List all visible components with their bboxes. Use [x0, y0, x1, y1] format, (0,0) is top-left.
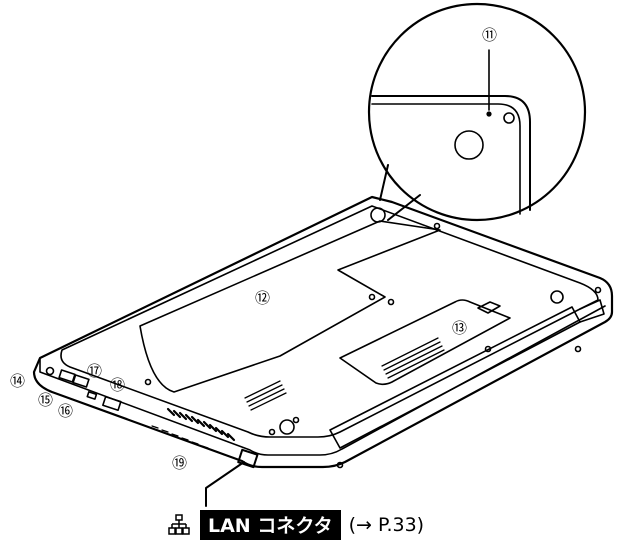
callout-16: ⑯ [58, 402, 73, 420]
usb-port-1 [58, 369, 76, 383]
callout-15: ⑮ [38, 391, 53, 409]
page-reference: (→ P.33) [348, 514, 425, 536]
zoomed-corner-edge [371, 95, 531, 211]
center-vent-grille [244, 380, 287, 411]
bottom-panel-outline [60, 205, 599, 438]
screw-5 [268, 428, 276, 436]
leader-lan [205, 461, 245, 507]
screw-8 [594, 286, 602, 294]
rubber-foot-rear-right [550, 290, 564, 304]
main-cover-panel [139, 220, 441, 393]
usb-port-3 [102, 395, 122, 412]
zoomed-screw-hole [454, 130, 484, 160]
screw-6 [292, 416, 300, 424]
callout-12: ⑫ [255, 289, 270, 307]
callout-18: ⑱ [110, 376, 125, 394]
laptop-side-edge [39, 305, 606, 456]
screw-2 [387, 298, 395, 306]
memory-vent-grille [381, 337, 445, 379]
screw-1 [433, 222, 441, 230]
zoomed-reset-hole [486, 111, 492, 117]
screw-10 [336, 461, 344, 469]
lan-port [237, 448, 259, 469]
lan-port-icon [168, 514, 190, 535]
callout-17: ⑰ [87, 362, 102, 380]
zoom-circle [367, 2, 587, 222]
screw-9 [574, 345, 582, 353]
usb-port-2 [72, 374, 90, 388]
lan-connector-label: LAN コネクタ [200, 510, 341, 540]
screw-4 [144, 378, 152, 386]
memory-cover-latch [477, 301, 501, 314]
lan-connector-caption: LAN コネクタ (→ P.33) [168, 510, 425, 540]
callout-11: ⑪ [482, 26, 497, 44]
callout-14: ⑭ [10, 372, 25, 390]
hinge-strip-lower [579, 299, 605, 323]
side-intake-vent [166, 407, 236, 442]
rubber-foot-front-right [279, 419, 295, 435]
hdmi-port [86, 391, 98, 400]
callout-19: ⑲ [172, 454, 187, 472]
zoomed-corner-inner [371, 103, 521, 215]
audio-jack-port [45, 366, 55, 376]
screw-3 [368, 293, 376, 301]
memory-cover-panel [339, 299, 511, 386]
callout-13: ⑬ [452, 319, 467, 337]
screw-7 [484, 345, 492, 353]
rubber-foot-rear-left [370, 207, 386, 223]
side-slot-vent [151, 425, 229, 457]
zoomed-small-hole [503, 112, 515, 124]
